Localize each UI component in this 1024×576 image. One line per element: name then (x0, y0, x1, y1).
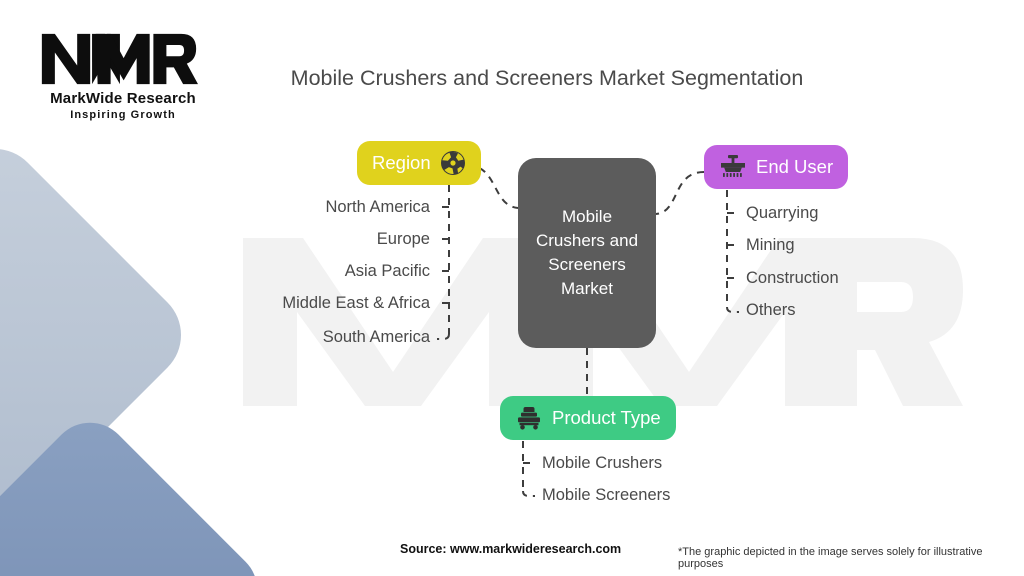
leaf-product-type-0: Mobile Crushers (542, 454, 663, 472)
branch-pill-end-user[interactable]: End User (704, 145, 849, 189)
page-title: Mobile Crushers and Screeners Market Seg… (290, 66, 804, 90)
mwr-logo-icon (41, 33, 198, 85)
leaf-end-user-1: Mining (746, 236, 795, 254)
product-branch-1 (522, 490, 536, 498)
connector-enduser-to-center (655, 171, 705, 215)
footer-disclaimer: *The graphic depicted in the image serve… (678, 546, 983, 570)
leaf-product-type-1: Mobile Screeners (542, 486, 671, 504)
enduser-branch-3 (726, 306, 740, 314)
globe-icon (440, 151, 465, 175)
leaf-end-user-3: Others (746, 301, 796, 319)
leaf-region-3: Middle East & Africa (282, 294, 430, 312)
leaf-region-4: South America (322, 328, 430, 346)
leaf-region-0: North America (325, 198, 430, 216)
leaf-end-user-0: Quarrying (746, 204, 819, 222)
branch-pill-product-type[interactable]: Product Type (500, 396, 676, 440)
brand-tagline: Inspiring Growth (70, 109, 176, 121)
factory-icon (721, 155, 745, 177)
branch-label-region: Region (372, 152, 431, 173)
footer-source: Source: www.markwideresearch.com (400, 542, 622, 556)
region-branch-4 (436, 333, 450, 341)
brand-name: MarkWide Research (50, 90, 196, 107)
leaf-end-user-2: Construction (746, 269, 839, 287)
center-node: Mobile Crushers and Screeners Market (518, 158, 656, 348)
leaf-region-1: Europe (376, 230, 430, 248)
brand-logo: MarkWide Research Inspiring Growth (28, 30, 218, 121)
branch-label-end-user: End User (756, 156, 834, 177)
branch-label-product-type: Product Type (552, 407, 661, 428)
branch-pill-region[interactable]: Region (357, 141, 481, 185)
crusher-machine-icon (518, 407, 540, 430)
leaf-region-2: Asia Pacific (344, 262, 430, 280)
